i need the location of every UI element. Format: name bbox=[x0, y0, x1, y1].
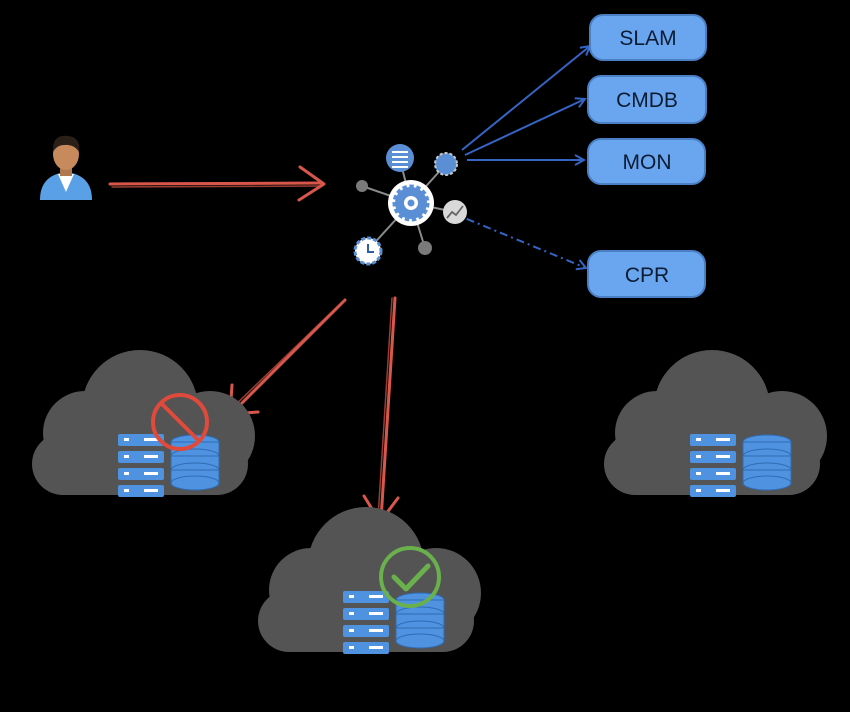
clock-icon bbox=[353, 236, 383, 266]
user-icon[interactable] bbox=[40, 135, 92, 200]
service-mon-label: MON bbox=[623, 151, 672, 174]
service-cmdb[interactable]: CMDB bbox=[587, 75, 707, 124]
cloud-idle[interactable] bbox=[604, 350, 827, 497]
service-slam-label: SLAM bbox=[619, 27, 676, 50]
service-slam[interactable]: SLAM bbox=[589, 14, 707, 61]
request-arrows bbox=[108, 165, 400, 524]
chart-icon bbox=[443, 200, 467, 224]
arrow-to-cmdb bbox=[464, 99, 585, 156]
orchestrator-hub[interactable] bbox=[353, 144, 467, 266]
service-cpr[interactable]: CPR bbox=[587, 250, 706, 298]
arrow-to-cpr bbox=[449, 211, 586, 268]
arrow-user-to-hub bbox=[108, 165, 326, 202]
database-icon bbox=[742, 434, 792, 491]
node-dot-icon bbox=[356, 180, 368, 192]
gear-hub-icon bbox=[388, 180, 434, 226]
gear-icon bbox=[434, 152, 458, 176]
node-dot-icon bbox=[418, 241, 432, 255]
database-icon bbox=[395, 592, 445, 649]
cloud-blocked[interactable] bbox=[32, 350, 255, 497]
service-cmdb-label: CMDB bbox=[616, 89, 678, 112]
service-cpr-label: CPR bbox=[625, 264, 669, 287]
hub-to-service-arrows bbox=[449, 46, 590, 268]
arrow-hub-to-selected-cloud bbox=[362, 296, 400, 524]
cloud-selected[interactable] bbox=[258, 507, 481, 654]
prohibited-icon bbox=[151, 393, 209, 451]
arrow-to-slam bbox=[461, 46, 590, 151]
checkmark-icon bbox=[379, 546, 441, 608]
service-mon[interactable]: MON bbox=[587, 138, 706, 185]
arrow-hub-to-blocked-cloud bbox=[228, 298, 347, 416]
list-icon bbox=[386, 144, 414, 172]
